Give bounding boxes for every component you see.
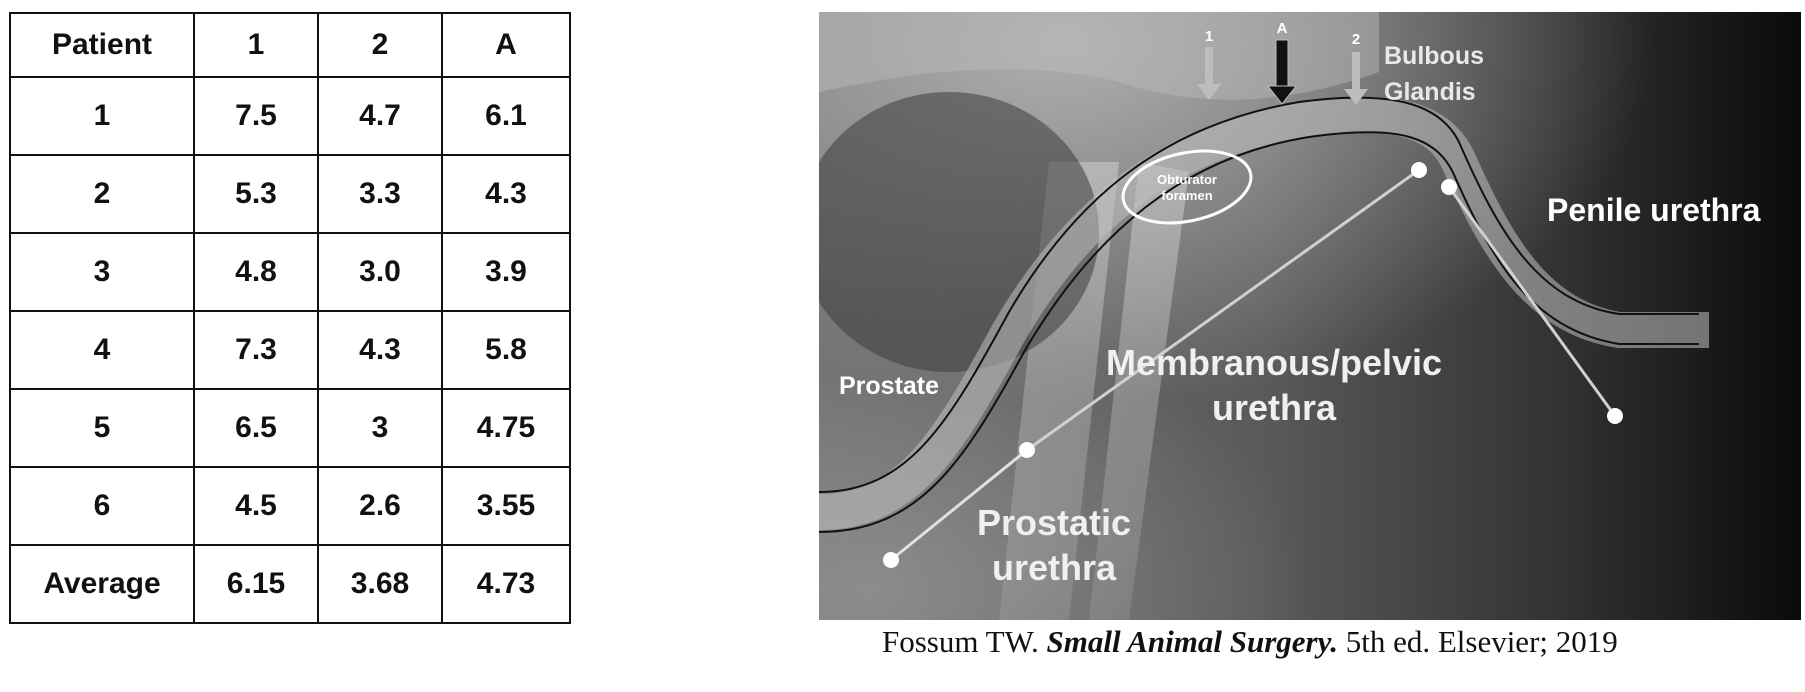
measure-point: [883, 552, 899, 568]
obturator-label-line2: foramen: [1161, 188, 1213, 203]
pelvis-bone-shape: [819, 12, 1379, 100]
membranous-label-line2: urethra: [1211, 387, 1337, 428]
prostatic-label-line2: urethra: [991, 547, 1117, 588]
membranous-label-line1: Membranous/pelvic: [1105, 342, 1443, 383]
table-cell: 6.1: [441, 76, 571, 156]
table-row-average: Average 6.15 3.68 4.73: [9, 544, 571, 624]
header-cell-patient: Patient: [9, 12, 195, 78]
prostatic-label-line1: Prostatic: [976, 502, 1132, 543]
table-cell: 3.0: [317, 232, 443, 312]
membranous-measure-line: [1026, 168, 1420, 452]
urethra-outline-lower: [819, 131, 1699, 533]
table-row: 1 7.5 4.7 6.1: [9, 76, 571, 156]
urethra-outline-upper: [819, 96, 1699, 493]
citation-prefix: Fossum TW.: [882, 624, 1047, 659]
arrow-1-label: 1: [1204, 28, 1214, 45]
femur-shadow-2: [1089, 162, 1189, 620]
table-cell: 3: [317, 388, 443, 468]
header-cell-a: A: [441, 12, 571, 78]
prostate-label: Prostate: [839, 372, 940, 400]
table-cell: 4.7: [317, 76, 443, 156]
table-cell: 4.75: [441, 388, 571, 468]
urethra-radiograph-figure: 1 A 2 Bulbous Glandis Obturator foramen …: [819, 12, 1801, 620]
penile-measure-line: [1447, 186, 1617, 417]
table-cell: 4.3: [441, 154, 571, 234]
measurement-table: Patient 1 2 A 1 7.5 4.7 6.1 2 5.3 3.3 4.…: [9, 12, 571, 624]
table-cell: 3.9: [441, 232, 571, 312]
urethra-band: [819, 96, 1709, 530]
table-cell: 4.5: [193, 466, 319, 546]
table-row: 6 4.5 2.6 3.55: [9, 466, 571, 546]
arrow-1-icon: [1197, 47, 1221, 100]
arrow-2-label: 2: [1351, 31, 1361, 48]
obturator-foramen-outline: [1121, 149, 1253, 225]
table-cell: 3.68: [317, 544, 443, 624]
table-cell: 2: [9, 154, 195, 234]
arrow-a-icon: [1266, 39, 1298, 105]
prostatic-measure-line: [890, 448, 1028, 562]
table-cell: 4.73: [441, 544, 571, 624]
table-cell: 1: [9, 76, 195, 156]
table-cell: 7.3: [193, 310, 319, 390]
arrow-a-label: A: [1276, 20, 1288, 37]
obturator-label-line1: Obturator: [1157, 172, 1217, 187]
table-cell: 5.8: [441, 310, 571, 390]
measure-point: [1441, 179, 1457, 195]
table-row: 3 4.8 3.0 3.9: [9, 232, 571, 312]
measure-point: [1411, 162, 1427, 178]
penile-urethra-label: Penile urethra: [1547, 192, 1761, 228]
table-cell: 5.3: [193, 154, 319, 234]
table-row: 5 6.5 3 4.75: [9, 388, 571, 468]
measure-point: [1019, 442, 1035, 458]
header-cell-2: 2: [317, 12, 443, 78]
table-cell: 3.55: [441, 466, 571, 546]
table-cell: 2.6: [317, 466, 443, 546]
table-cell: 4.8: [193, 232, 319, 312]
table-cell: 6.15: [193, 544, 319, 624]
table-cell: 7.5: [193, 76, 319, 156]
citation-suffix: 5th ed. Elsevier; 2019: [1337, 624, 1618, 659]
radiograph-illustration: [819, 12, 1801, 620]
table-header-row: Patient 1 2 A: [9, 12, 571, 78]
bulbous-glandis-label-line1: Bulbous: [1384, 42, 1484, 70]
table-cell: Average: [9, 544, 195, 624]
table-cell: 5: [9, 388, 195, 468]
table-row: 4 7.3 4.3 5.8: [9, 310, 571, 390]
bulbous-glandis-label-line2: Glandis: [1384, 78, 1476, 106]
citation-title: Small Animal Surgery.: [1046, 624, 1338, 659]
arrow-2-icon: [1344, 52, 1368, 105]
measure-point: [1607, 408, 1623, 424]
table-cell: 4: [9, 310, 195, 390]
figure-citation: Fossum TW. Small Animal Surgery. 5th ed.…: [882, 624, 1742, 660]
table-cell: 6: [9, 466, 195, 546]
header-cell-1: 1: [193, 12, 319, 78]
table-cell: 4.3: [317, 310, 443, 390]
table-cell: 6.5: [193, 388, 319, 468]
table-row: 2 5.3 3.3 4.3: [9, 154, 571, 234]
table-cell: 3: [9, 232, 195, 312]
table-cell: 3.3: [317, 154, 443, 234]
